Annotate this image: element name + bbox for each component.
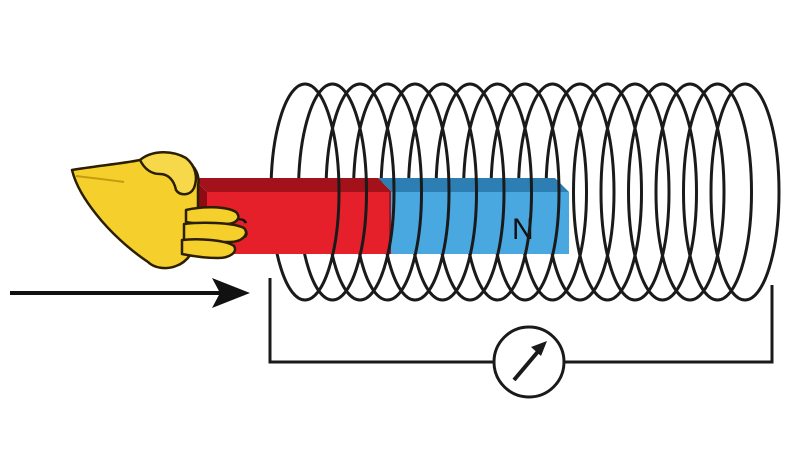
coil-turn-back	[599, 82, 636, 302]
coil-turn-front	[304, 82, 341, 302]
coil-turn-front	[442, 82, 478, 302]
galvanometer-icon	[492, 325, 566, 399]
coil-turn-front	[414, 82, 451, 302]
coil-turn-front	[332, 82, 368, 302]
coil-turn-back	[682, 82, 718, 302]
coil-turn-front	[579, 82, 616, 302]
coil-turn-front	[717, 82, 753, 302]
bar-magnet: S N	[193, 178, 569, 254]
coil-turn-back	[709, 82, 746, 302]
coil-turn-front	[387, 82, 423, 302]
coil-turn-front	[359, 82, 396, 302]
gloved-hand-icon	[70, 151, 248, 270]
coil-turn-front	[469, 82, 506, 302]
coil-turn-front	[689, 82, 726, 302]
coil-turn-front	[662, 82, 698, 302]
coil-turn-front	[497, 82, 533, 302]
coil-turn-back	[654, 82, 691, 302]
coil-turn-back	[627, 82, 663, 302]
coil-turn-front	[552, 82, 588, 302]
magnet-south-top	[193, 178, 392, 192]
coil-turn-back	[572, 82, 608, 302]
coil-turn-front	[607, 82, 643, 302]
coil-turn-front	[744, 82, 781, 302]
circuit-wire	[268, 278, 774, 364]
coil-front-wires	[304, 82, 781, 302]
magnet-south-face	[207, 192, 390, 254]
coil-turn-front	[524, 82, 561, 302]
magnet-north-top	[378, 178, 569, 192]
right-arrow-icon	[10, 278, 250, 308]
coil-turn-front	[634, 82, 671, 302]
